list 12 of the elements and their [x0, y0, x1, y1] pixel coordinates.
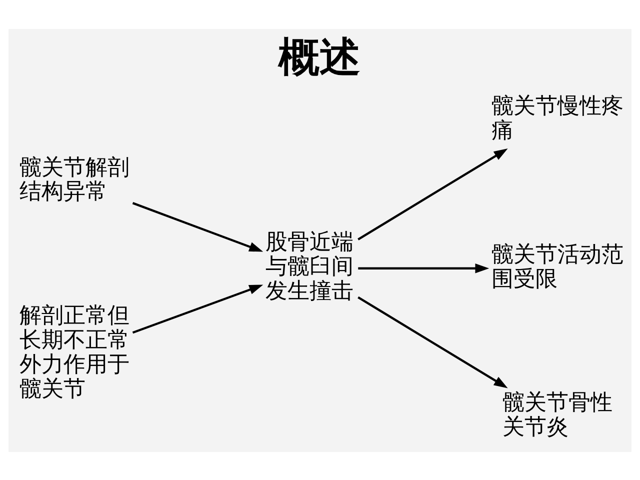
arrow: [358, 263, 490, 273]
arrow: [358, 148, 508, 240]
node-text: 解剖正常但长期不正常外力作用于髋关节: [19, 303, 130, 402]
arrow: [132, 202, 264, 252]
node-text: 髋关节慢性疼痛: [491, 94, 624, 144]
diagram-title: 概述: [278, 32, 361, 81]
node-text: 髋关节骨性关节炎: [502, 390, 612, 440]
arrow: [132, 284, 264, 334]
node-text: 股骨近端与髋臼间发生撞击: [266, 230, 354, 304]
arrow: [358, 296, 508, 388]
node-text: 髋关节活动范围受限: [491, 242, 624, 292]
node-text: 髋关节解剖结构异常: [19, 154, 130, 204]
